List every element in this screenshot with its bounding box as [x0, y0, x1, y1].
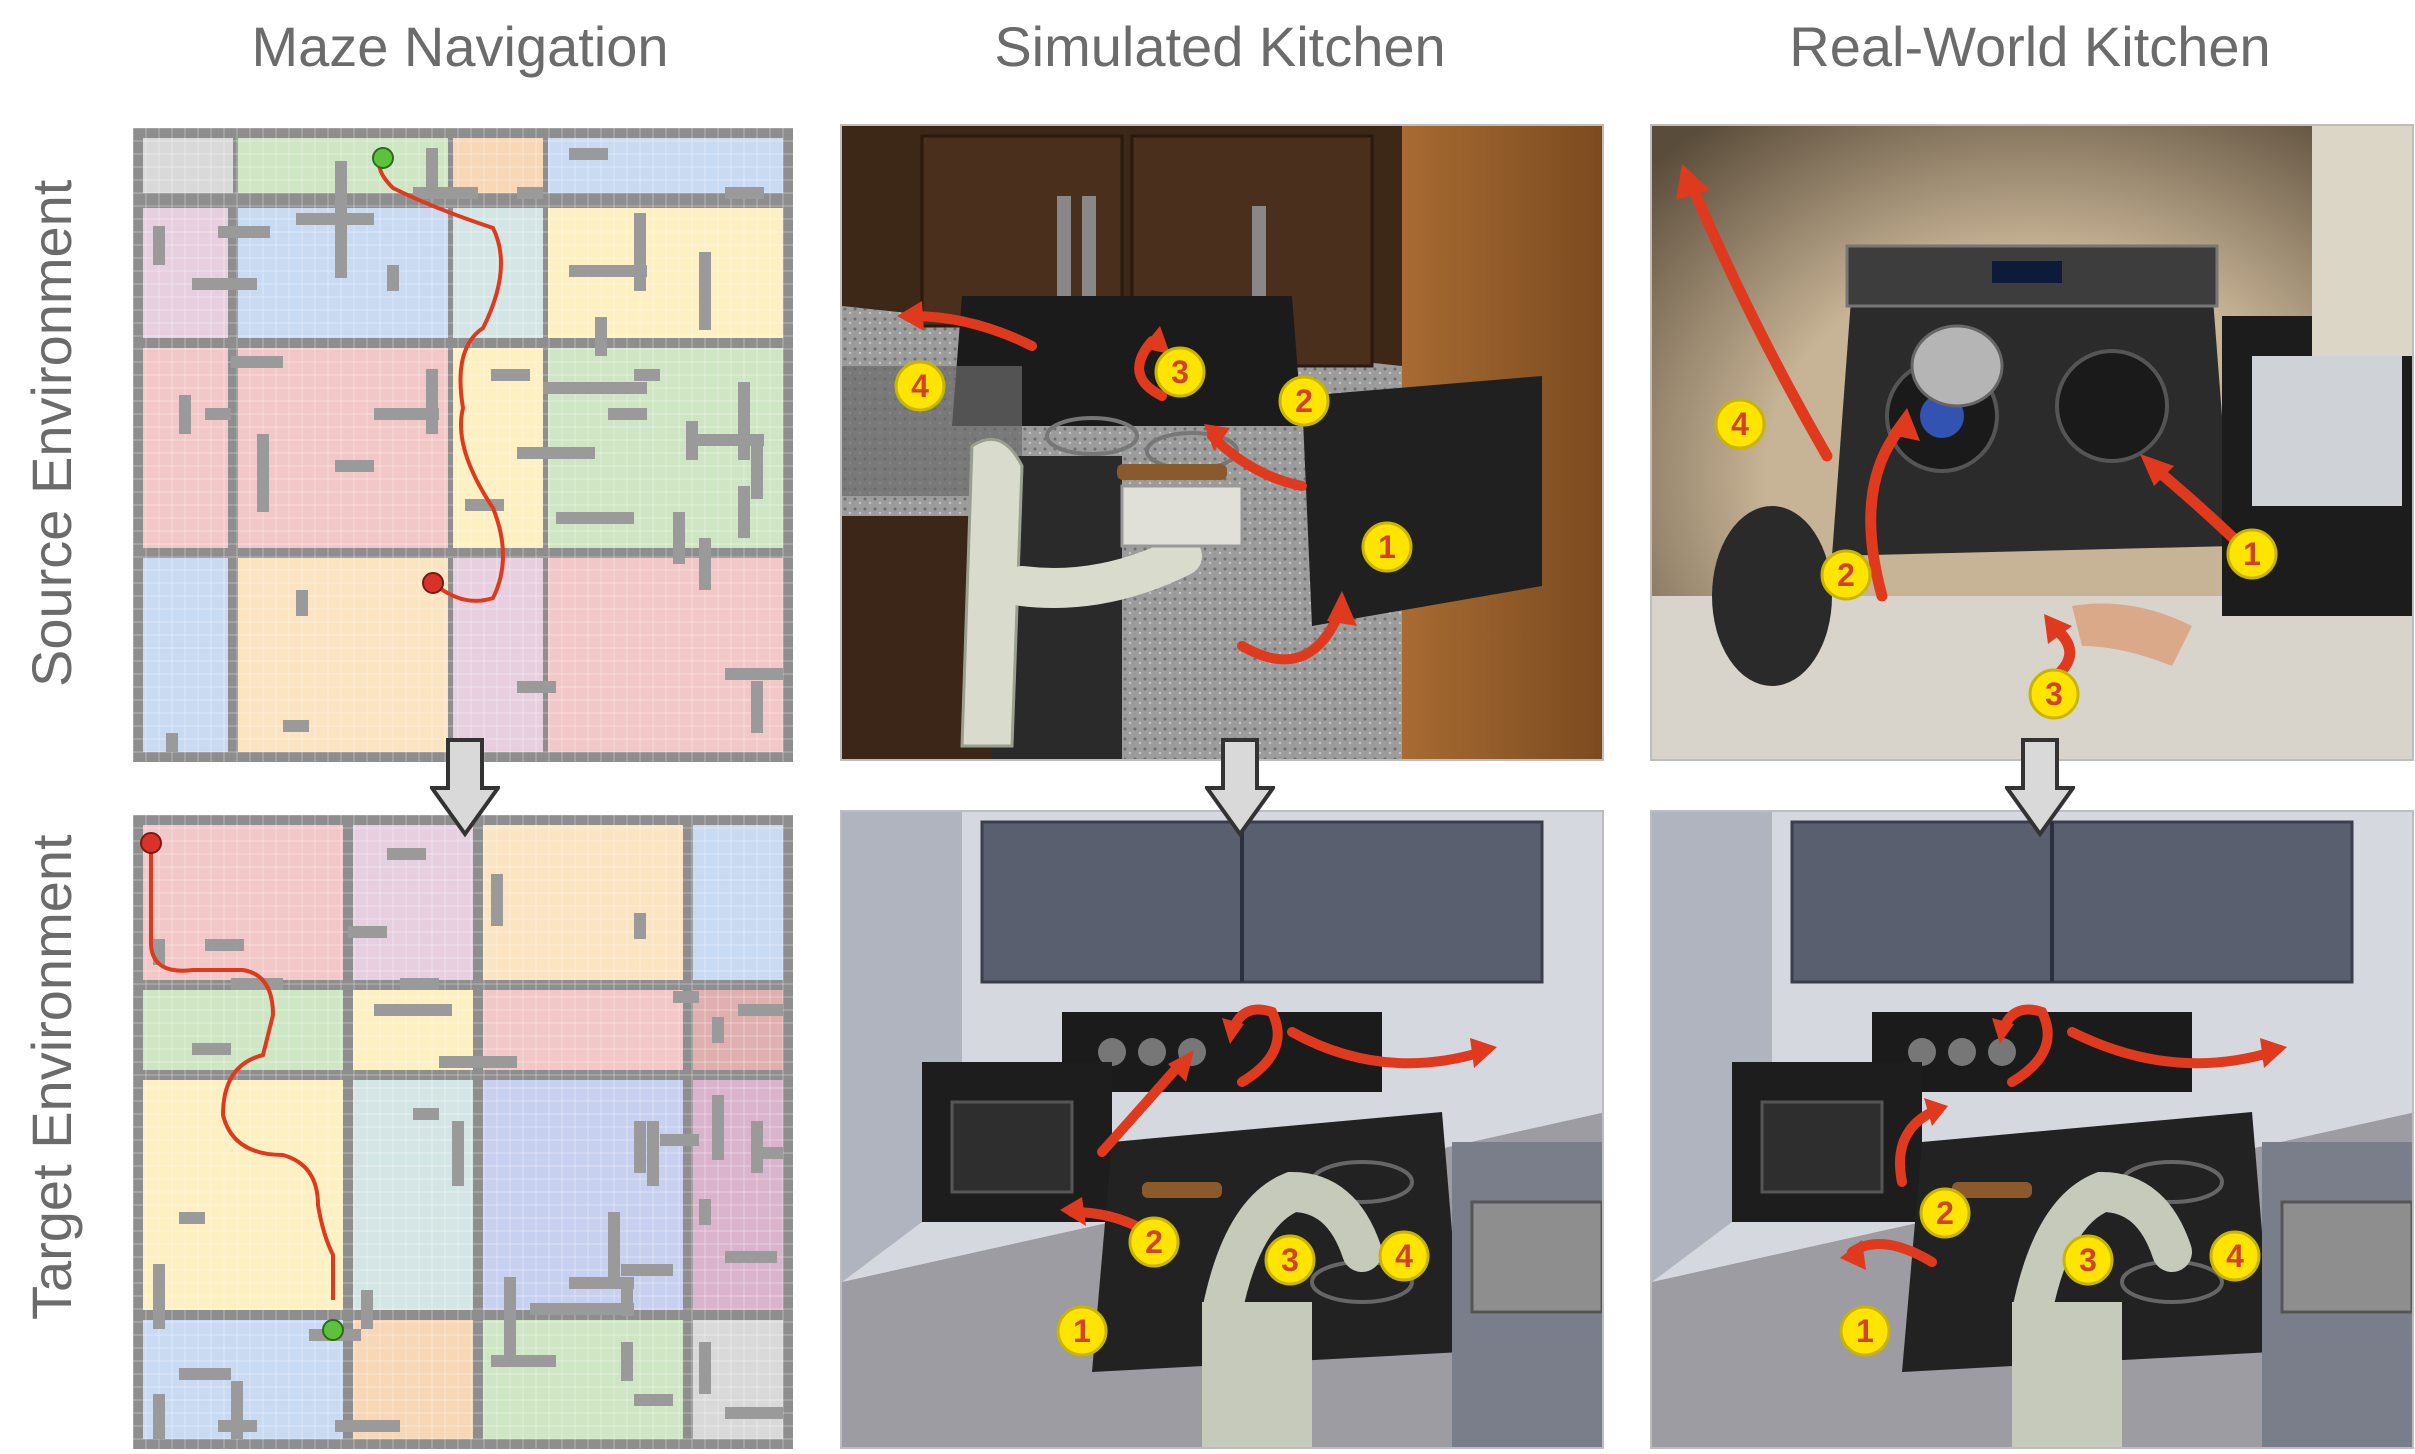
real-source-scene: 1 2 3 4	[1652, 126, 2412, 759]
maze-target-map	[133, 815, 793, 1449]
maze-room	[143, 1080, 343, 1310]
step-badge	[1154, 346, 1206, 398]
sim-source-panel: 1 2 3 4	[840, 124, 1604, 761]
step-badge	[1820, 549, 1872, 601]
maze-path	[377, 156, 505, 603]
step-badge	[2209, 1230, 2261, 1282]
step-badge-label: 2	[1295, 383, 1313, 419]
maze-room	[693, 990, 783, 1070]
maze-room	[143, 138, 233, 193]
maze-room	[143, 348, 228, 548]
maze-room	[238, 348, 448, 548]
maze-source-panel	[133, 128, 793, 762]
column-title-maze: Maze Navigation	[251, 15, 669, 78]
step-badge	[2226, 528, 2278, 580]
down-arrow-icon	[1205, 738, 1275, 838]
step-badge	[1278, 375, 1330, 427]
step-badge	[2028, 668, 2080, 720]
step-badge-label: 4	[2226, 1238, 2244, 1274]
green-circle-icon	[322, 1319, 344, 1341]
step-badge	[1128, 1216, 1180, 1268]
sim-source-scene: 1 2 3 4	[842, 126, 1602, 759]
step-badge-label: 1	[1073, 1313, 1091, 1349]
maze-room	[693, 1080, 783, 1310]
red-circle-icon	[422, 572, 444, 594]
green-circle-icon	[372, 147, 394, 169]
step-badge-label: 1	[1378, 529, 1396, 565]
maze-room	[483, 825, 683, 980]
row-title-target: Target Environment	[20, 834, 83, 1320]
column-title-sim: Simulated Kitchen	[994, 15, 1446, 78]
step-badge-label: 3	[2079, 1242, 2097, 1278]
step-badge-label: 2	[1145, 1224, 1163, 1260]
maze-room	[453, 138, 543, 193]
maze-room	[143, 825, 343, 980]
sim-target-panel: 1 2 3 4	[840, 810, 1604, 1449]
step-badge	[1361, 521, 1413, 573]
step-badge-label: 3	[1281, 1242, 1299, 1278]
maze-source-map	[133, 128, 793, 762]
sim-target-scene: 1 2 3 4	[842, 812, 1602, 1447]
real-source-panel: 1 2 3 4	[1650, 124, 2414, 761]
step-badge-label: 2	[1837, 557, 1855, 593]
maze-room	[238, 558, 448, 752]
maze-room	[453, 208, 543, 338]
step-badge	[1264, 1234, 1316, 1286]
step-badge	[1919, 1187, 1971, 1239]
column-title-real: Real-World Kitchen	[1789, 15, 2271, 78]
maze-path	[149, 843, 335, 1300]
step-badge	[1056, 1305, 1108, 1357]
maze-room	[548, 138, 783, 193]
step-badge-label: 1	[1856, 1313, 1874, 1349]
maze-target-panel	[133, 815, 793, 1449]
maze-room	[693, 825, 783, 980]
step-badge-label: 4	[1731, 406, 1749, 442]
step-badge	[2062, 1234, 2114, 1286]
real-target-scene: 1 2 3 4	[1652, 812, 2412, 1447]
down-arrow-icon	[430, 738, 500, 838]
maze-room	[143, 990, 343, 1070]
step-badge-label: 3	[2045, 676, 2063, 712]
red-circle-icon	[140, 832, 162, 854]
step-badge	[894, 360, 946, 412]
real-target-panel: 1 2 3 4	[1650, 810, 2414, 1449]
step-badge-label: 1	[2243, 536, 2261, 572]
row-title-source: Source Environment	[20, 179, 83, 687]
down-arrow-icon	[2005, 738, 2075, 838]
maze-room	[548, 558, 783, 752]
maze-room	[143, 558, 228, 752]
step-badge-label: 3	[1171, 354, 1189, 390]
step-badge	[1378, 1230, 1430, 1282]
step-badge-label: 4	[911, 368, 929, 404]
step-badge-label: 2	[1936, 1195, 1954, 1231]
step-badge	[1839, 1305, 1891, 1357]
maze-room	[483, 1320, 683, 1439]
step-badge-label: 4	[1395, 1238, 1413, 1274]
step-badge	[1714, 398, 1766, 450]
maze-room	[353, 1320, 473, 1439]
